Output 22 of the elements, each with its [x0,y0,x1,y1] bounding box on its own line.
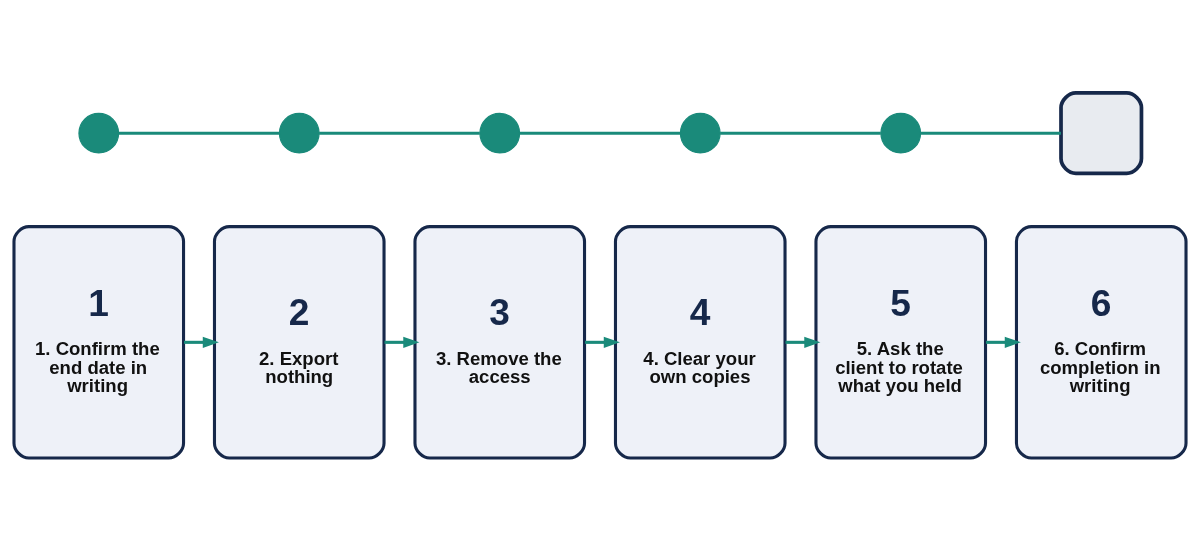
node-box [1059,90,1144,175]
node-circle [479,112,521,154]
connector [920,131,1061,135]
arrow [584,336,620,348]
node-circle [880,112,922,154]
node-box: 2 2. Export nothing [212,224,386,460]
node-circle [679,112,721,154]
connector [720,131,881,135]
node-circle [78,112,120,154]
node-box: 3 3. Remove the access [413,224,587,460]
arrow [985,336,1021,348]
connector [319,131,480,135]
node-box: 4 4. Clear your own copies [613,224,787,460]
node-box: 6 6. Confirm completion in writing [1014,224,1188,460]
arrow [183,336,219,348]
connector [519,131,681,135]
node-box: 5 5. Ask the client to rotate what you held [814,224,988,460]
connector [118,131,280,135]
node-circle [278,112,320,154]
node-box: 1 1. Confirm the end date in writing [12,224,186,460]
arrow [384,336,420,348]
arrow [785,336,821,348]
